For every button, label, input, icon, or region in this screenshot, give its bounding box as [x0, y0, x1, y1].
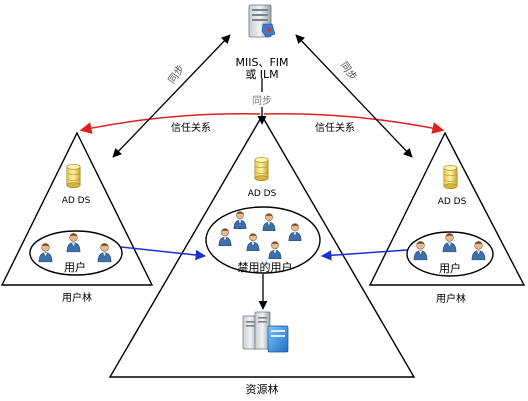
server-icon: [248, 4, 276, 38]
sync-label-right: 同步: [338, 60, 359, 83]
left-users-label: 用户: [64, 260, 86, 274]
left-forest-name: 用户林: [62, 291, 92, 304]
resource-servers-icon: [242, 311, 289, 353]
right-users-group: [406, 231, 494, 277]
resource-forest-name: 资源林: [246, 382, 279, 396]
user-link-arrow-right: [320, 249, 408, 261]
sync-arrow-right: [295, 34, 413, 158]
right-users-label: 用户: [439, 261, 461, 275]
server-sync-label: 同步: [252, 95, 272, 107]
ad-ds-label-resource: AD DS: [248, 189, 277, 199]
ad-ds-label-left: AD DS: [62, 196, 91, 206]
ad-ds-icon-resource: [254, 157, 269, 181]
ad-ds-icon-left: [66, 164, 81, 188]
server-label-line1: MIIS、FIM: [235, 56, 288, 69]
server-label-line2: 或 ILM: [245, 68, 278, 81]
ad-ds-label-right: AD DS: [438, 197, 467, 207]
left-users-group: [29, 230, 123, 276]
ad-ds-icon-right: [443, 165, 458, 189]
user-link-arrow-left: [120, 246, 207, 261]
disabled-users-label: 禁用的用户: [238, 260, 293, 274]
trust-label-left: 信任关系: [171, 121, 211, 134]
right-forest-name: 用户林: [436, 292, 466, 305]
trust-label-right: 信任关系: [315, 121, 355, 134]
sync-arrow-left: [112, 34, 231, 158]
